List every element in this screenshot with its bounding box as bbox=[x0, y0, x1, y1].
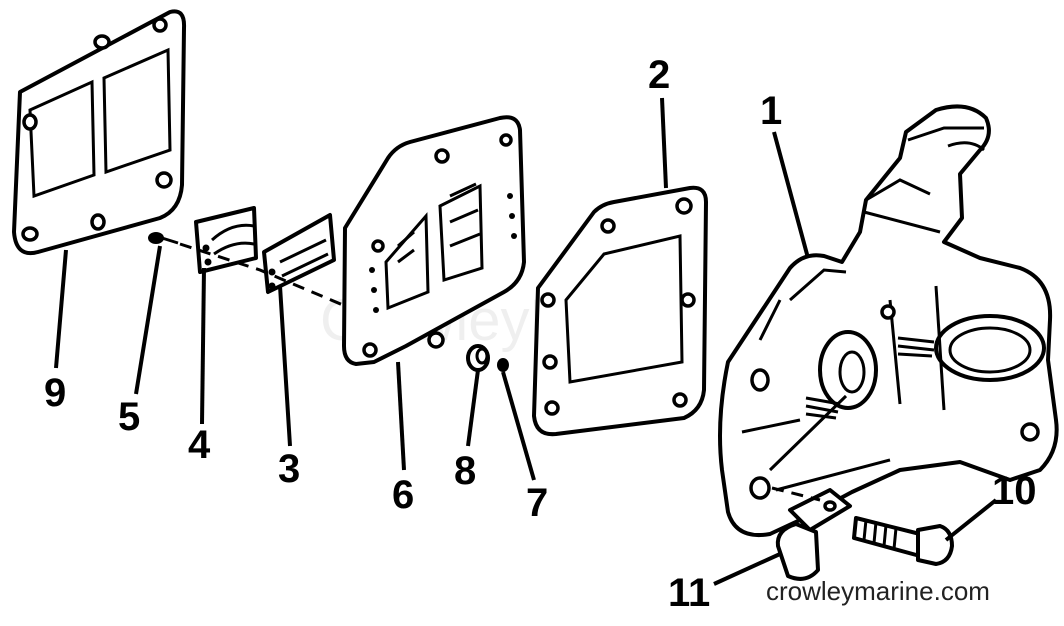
part-3-reed bbox=[262, 213, 336, 294]
callout-1: 1 bbox=[760, 89, 782, 133]
alignment-line bbox=[179, 242, 351, 310]
callout-10: 10 bbox=[992, 469, 1037, 513]
part-11-clip bbox=[775, 488, 852, 581]
callout-8: 8 bbox=[454, 449, 476, 493]
callout-9: 9 bbox=[44, 371, 66, 415]
part-9-gasket bbox=[12, 9, 187, 255]
leader-lines bbox=[54, 97, 998, 586]
part-6-reed-plate bbox=[342, 115, 526, 366]
part-5-screw bbox=[148, 232, 179, 245]
callout-7: 7 bbox=[526, 481, 548, 525]
callout-11: 11 bbox=[668, 571, 710, 615]
part-4-reed-stop bbox=[194, 206, 258, 274]
part-2-gasket bbox=[532, 185, 708, 437]
part-8-bushing bbox=[466, 344, 490, 372]
callout-3: 3 bbox=[278, 447, 300, 491]
callout-4: 4 bbox=[188, 423, 211, 467]
callout-2: 2 bbox=[648, 53, 670, 97]
part-7-ball bbox=[497, 358, 509, 372]
part-10-bolt bbox=[852, 516, 954, 566]
site-credit: crowleymarine.com bbox=[766, 576, 990, 606]
alignment-line-2 bbox=[771, 486, 821, 502]
callout-6: 6 bbox=[392, 473, 414, 517]
part-1-housing bbox=[718, 104, 1059, 537]
callout-5: 5 bbox=[118, 395, 140, 439]
